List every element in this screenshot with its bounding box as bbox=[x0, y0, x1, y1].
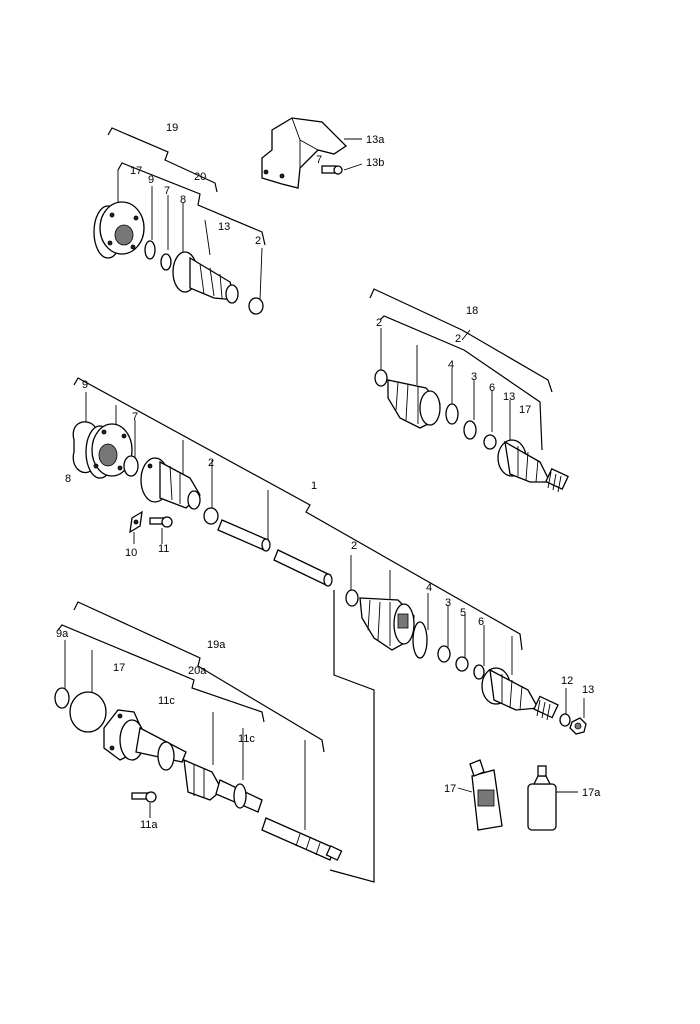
washer-part bbox=[463, 420, 477, 440]
label-4: 4 bbox=[448, 359, 454, 371]
label-17: 17 bbox=[130, 165, 142, 177]
bracket-1 bbox=[73, 377, 523, 651]
label-6: 6 bbox=[478, 616, 484, 628]
bracket-plate-10-part bbox=[129, 510, 143, 534]
label-11c: 11c bbox=[158, 695, 175, 707]
washer-part bbox=[437, 645, 451, 663]
label-13b: 13b bbox=[366, 157, 384, 169]
label-17a: 17a bbox=[582, 787, 601, 799]
washer-12-part bbox=[559, 713, 571, 727]
label-9: 9 bbox=[82, 379, 88, 391]
clamp-ring-part bbox=[412, 621, 428, 659]
label-5: 5 bbox=[460, 607, 466, 619]
label-8: 8 bbox=[180, 194, 186, 206]
leader-line bbox=[204, 219, 211, 256]
clamp-part bbox=[248, 297, 264, 315]
clamp-ring-part bbox=[445, 403, 459, 425]
clamp-part bbox=[157, 741, 175, 771]
bracket-2 bbox=[379, 315, 543, 451]
boot-with-flange-part bbox=[172, 251, 239, 304]
label-12: 12 bbox=[561, 675, 573, 687]
label-17: 17 bbox=[444, 783, 456, 795]
label-1: 1 bbox=[311, 480, 317, 492]
label-13: 13 bbox=[582, 684, 594, 696]
assembly-1-group: 9 7 8 2 1 10 11 2 4 3 5 6 12 13 bbox=[65, 377, 594, 735]
consumables-group: 17 17a bbox=[444, 759, 601, 831]
label-17: 17 bbox=[113, 662, 125, 674]
circlip-part bbox=[144, 240, 156, 260]
bolt-13b-part bbox=[321, 165, 343, 175]
flange-joint-part bbox=[93, 201, 145, 259]
label-6: 6 bbox=[489, 382, 495, 394]
bracket-20 bbox=[117, 162, 266, 246]
assembly-19-group: 19 20 17 9 7 8 13 2 bbox=[93, 122, 266, 315]
label-2: 2 bbox=[255, 235, 261, 247]
label-13: 13 bbox=[503, 391, 515, 403]
circlip-part bbox=[483, 434, 497, 450]
splined-shaft-part bbox=[261, 817, 343, 861]
circlip-part bbox=[473, 664, 485, 680]
boot-part bbox=[183, 758, 263, 813]
assembly-19a-group: 9a 17 19a 20a 11c 11c 11a bbox=[54, 590, 375, 883]
flange-joint-part bbox=[85, 423, 133, 479]
label-2: 2 bbox=[208, 457, 214, 469]
shaft-segment bbox=[273, 549, 331, 586]
clamp-part bbox=[374, 369, 388, 387]
label-10: 10 bbox=[125, 547, 137, 559]
heat-shield-part bbox=[261, 117, 348, 189]
sealant-bottle-part bbox=[527, 765, 557, 831]
shaft-bracket-line bbox=[329, 590, 375, 883]
nut-13-part bbox=[569, 717, 587, 735]
clamp-part bbox=[345, 589, 359, 607]
label-18: 18 bbox=[466, 305, 478, 317]
label-19a: 19a bbox=[207, 639, 226, 651]
label-13: 13 bbox=[218, 221, 230, 233]
label-20: 20 bbox=[194, 171, 206, 183]
bracket-20a bbox=[57, 624, 265, 723]
boot-part bbox=[359, 597, 415, 651]
washer-part bbox=[123, 455, 139, 477]
label-9a: 9a bbox=[56, 628, 69, 640]
label-2: 2 bbox=[351, 540, 357, 552]
label-4: 4 bbox=[426, 582, 432, 594]
assembly-18-group: 18 2 2 4 3 6 13 17 bbox=[369, 288, 569, 493]
leader-line bbox=[259, 247, 263, 301]
label-3: 3 bbox=[445, 597, 451, 609]
label-11a: 11a bbox=[140, 819, 158, 831]
label-17: 17 bbox=[519, 404, 531, 416]
label-13a: 13a bbox=[366, 134, 385, 146]
bolt-11a-part bbox=[131, 791, 157, 803]
label-3: 3 bbox=[471, 371, 477, 383]
label-7: 7 bbox=[164, 185, 170, 197]
bracket-19 bbox=[107, 127, 218, 193]
outer-joint-part bbox=[481, 667, 559, 721]
washer-part bbox=[160, 253, 172, 271]
heat-shield-group: 7 13a 13b bbox=[261, 117, 385, 189]
label-20a: 20a bbox=[188, 665, 207, 677]
gasket-ring-part bbox=[69, 691, 107, 733]
boot-part bbox=[387, 379, 441, 429]
grease-tube-part bbox=[469, 759, 503, 831]
spacer-part bbox=[455, 656, 469, 672]
label-9: 9 bbox=[148, 174, 154, 186]
boot-with-flange-part bbox=[140, 457, 201, 510]
label-8: 8 bbox=[65, 473, 71, 485]
shaft-segment bbox=[217, 519, 269, 551]
outer-joint-part bbox=[497, 439, 569, 493]
label-2: 2 bbox=[376, 317, 382, 329]
shield-mark: 7 bbox=[316, 154, 322, 166]
clamp-part bbox=[203, 507, 219, 525]
label-19: 19 bbox=[166, 122, 178, 134]
bolt-11-part bbox=[149, 516, 173, 528]
label-11: 11 bbox=[158, 543, 169, 555]
label-2: 2 bbox=[455, 333, 461, 345]
label-7: 7 bbox=[132, 411, 138, 423]
bracket-19a bbox=[73, 601, 325, 753]
circlip-9a-part bbox=[54, 687, 70, 709]
label-11c: 11c bbox=[238, 733, 255, 745]
bracket-18 bbox=[369, 288, 553, 393]
